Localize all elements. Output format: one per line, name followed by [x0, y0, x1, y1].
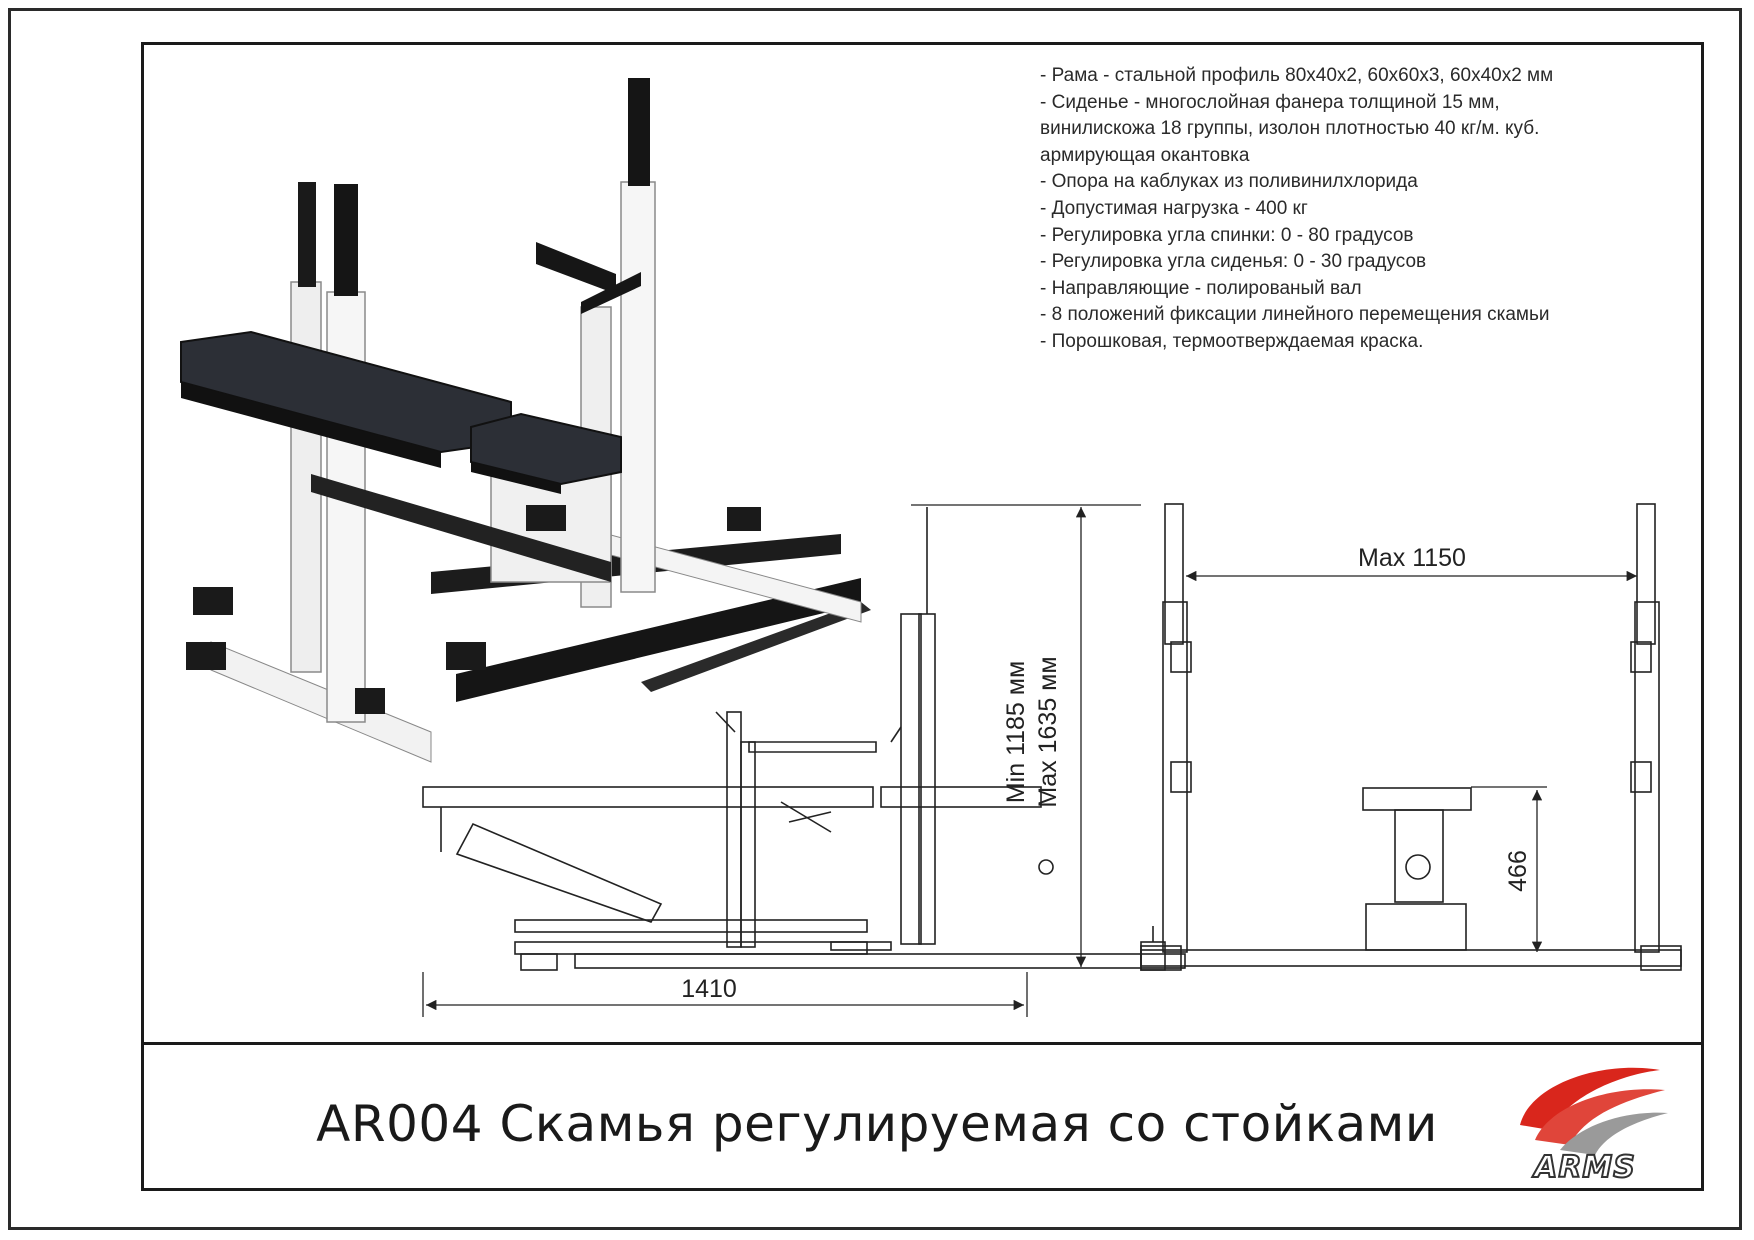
spec-line: - Регулировка угла спинки: 0 - 80 градус… — [1040, 224, 1414, 246]
front-view-drawing — [1140, 503, 1682, 971]
front-seat-post — [1394, 809, 1444, 903]
spec-line: - Опора на каблуках из поливинилхлорида — [1040, 171, 1418, 193]
base-rail-shadow — [641, 602, 871, 692]
foot-pad — [193, 587, 233, 615]
foot-pad — [727, 507, 761, 531]
drawing-frame — [141, 42, 1704, 1191]
spec-line: - Регулировка угла сиденья: 0 - 30 граду… — [1040, 251, 1427, 273]
dim-height-min: Min 1185 мм — [1002, 661, 1030, 803]
logo-text: ARMS — [1532, 1150, 1636, 1185]
spec-line: - Порошковая, термоотверждаемая краска. — [1040, 330, 1424, 352]
safety-arm — [536, 242, 616, 294]
guide-rod — [311, 474, 611, 582]
foot-pad — [526, 505, 566, 531]
spec-line: винилискожа 18 группы, изолон плотностью… — [1040, 118, 1540, 140]
front-right-upright-top — [1636, 503, 1656, 645]
front-seat — [1362, 787, 1472, 811]
right-upright-black-top — [628, 78, 650, 186]
spec-line: - Рама - стальной профиль 80х40х2, 60х60… — [1040, 65, 1554, 86]
spec-line: - 8 положений фиксации линейного перемещ… — [1040, 304, 1550, 326]
foot-pad — [355, 688, 385, 714]
specification-list: - Рама - стальной профиль 80х40х2, 60х60… — [1040, 63, 1680, 356]
side-incline-arm — [455, 822, 663, 923]
side-rail-top — [514, 919, 868, 933]
front-seat-base — [1365, 903, 1467, 951]
front-left-upright-top — [1164, 503, 1184, 645]
dim-height-max: Max 1635 мм — [1034, 656, 1062, 807]
right-upright-back — [620, 181, 656, 593]
logo-swoosh-icon — [1520, 1067, 1668, 1155]
front-right-upright — [1634, 601, 1660, 953]
bench-3d-render — [180, 78, 871, 763]
front-left-upright — [1162, 601, 1188, 953]
title-divider — [141, 1042, 1704, 1045]
arms-logo: ARMS — [1520, 1067, 1668, 1185]
safety-arm-2 — [581, 272, 641, 314]
foot-pad — [446, 642, 486, 670]
spec-line: - Сиденье - многослойная фанера толщиной… — [1040, 91, 1500, 113]
left-upright-black-top — [334, 184, 358, 296]
side-view-drawing — [422, 507, 1186, 971]
base-rail-front — [456, 578, 861, 702]
side-seat — [880, 786, 1042, 808]
seat-pad-edge — [471, 462, 561, 494]
side-base-rail — [574, 953, 1186, 969]
side-upright — [900, 613, 922, 945]
spec-line: - Допустимая нагрузка - 400 кг — [1040, 197, 1308, 219]
outer-frame — [8, 8, 1742, 1230]
side-seat-post — [726, 711, 742, 948]
foot-pad — [186, 642, 226, 670]
side-safety-arm — [748, 741, 877, 753]
left-upright-black-top-2 — [298, 182, 316, 287]
technical-drawing: Min 1185 мм Max 1635 мм 1410 Max 1150 46… — [180, 78, 1682, 1017]
side-backrest — [422, 786, 874, 808]
backrest-pad-edge — [181, 382, 441, 468]
dim-seat-height: 466 — [1504, 850, 1532, 892]
spec-line: армирующая окантовка — [1040, 144, 1250, 166]
front-base-rail — [1140, 949, 1682, 967]
spec-line: - Направляющие - полированый вал — [1040, 277, 1362, 299]
side-rail-bottom — [514, 941, 868, 955]
side-dimension-lines — [422, 504, 1185, 1017]
dim-length: 1410 — [681, 975, 737, 1003]
dim-width: Max 1150 — [1358, 544, 1466, 572]
front-dimension-lines — [1186, 570, 1637, 952]
document-title: AR004 Скамья регулируемая со стойками — [316, 1095, 1438, 1153]
